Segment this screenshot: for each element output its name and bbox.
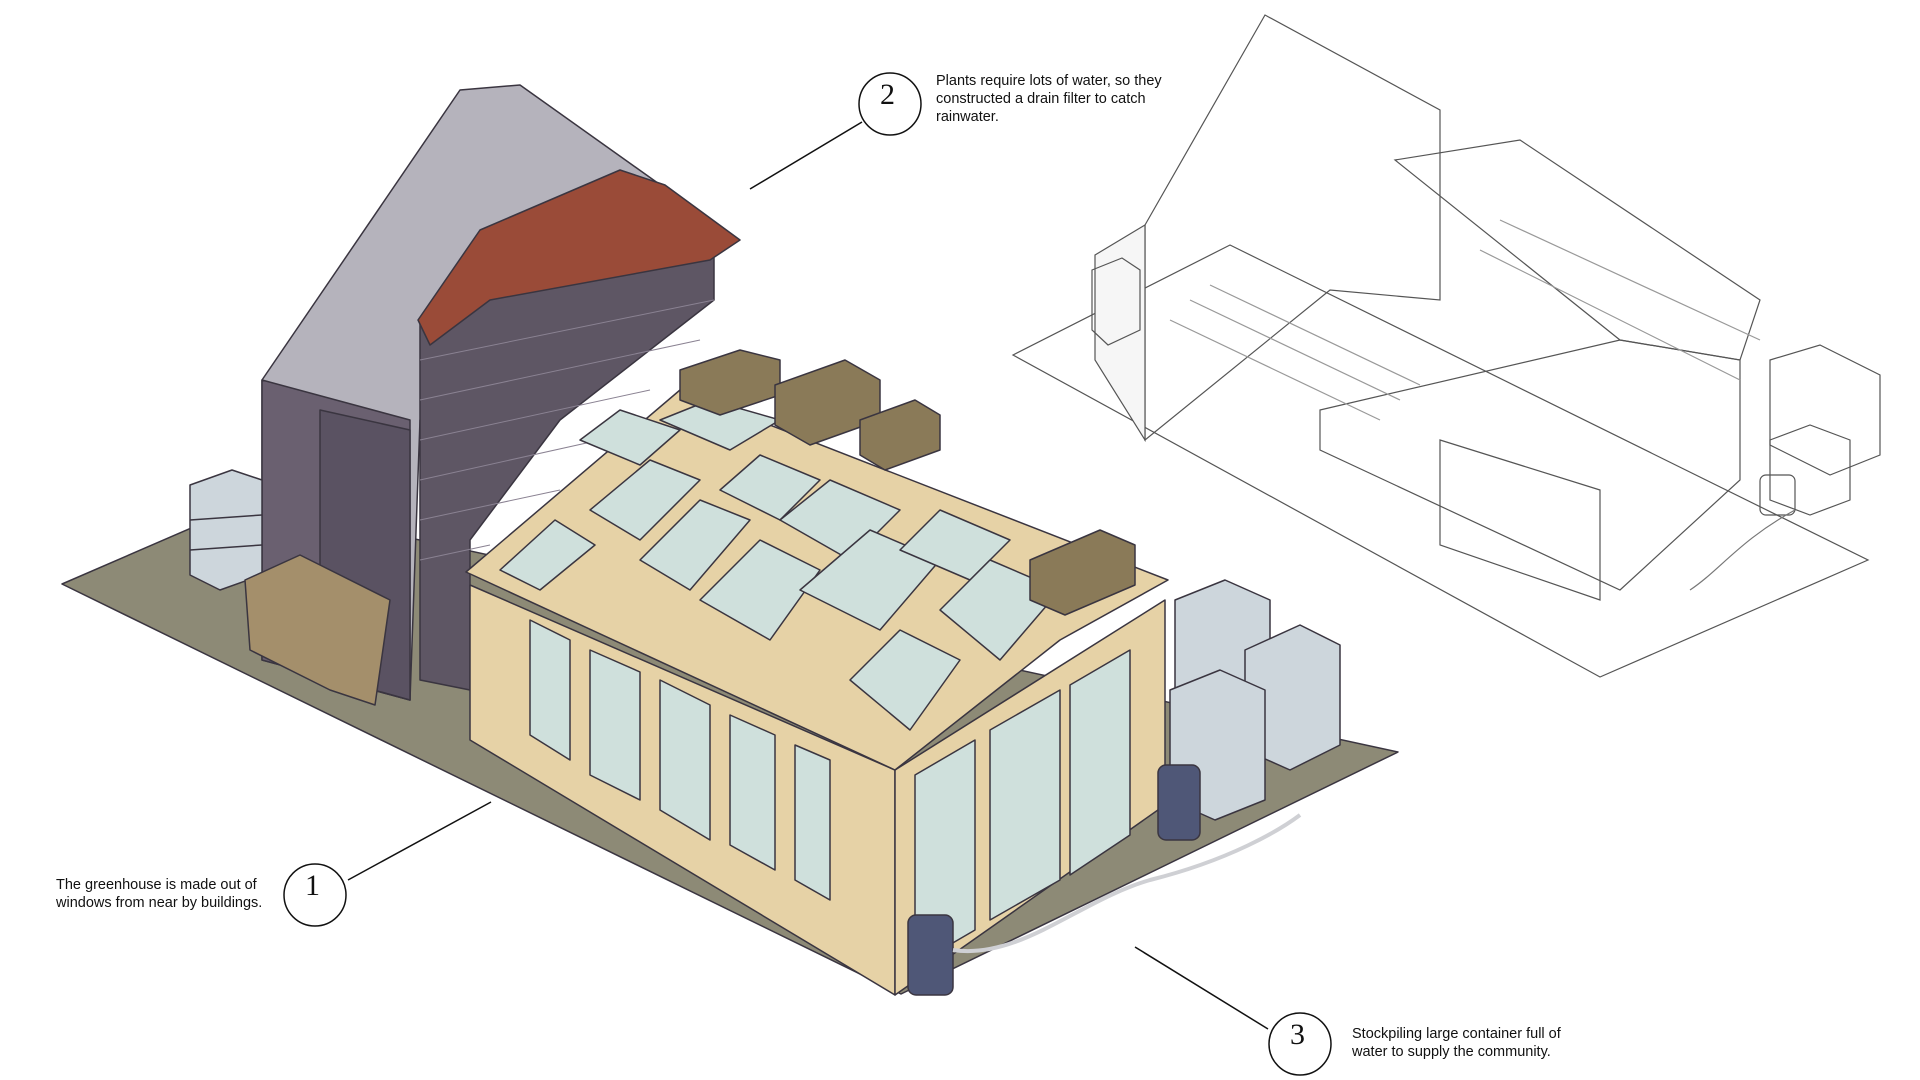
rooftop-planters <box>679 349 1136 616</box>
callout-circle-1 <box>283 863 347 927</box>
callout-markers <box>283 72 1332 1076</box>
wooden-shed <box>244 554 391 706</box>
leader-line-2 <box>749 121 863 190</box>
hose <box>952 813 1302 954</box>
callout-circle-2 <box>858 72 922 136</box>
leader-line-3 <box>1134 946 1269 1030</box>
callout-text-2: Plants require lots of water, so they co… <box>936 73 1162 125</box>
line-sketch-interior <box>1011 14 1881 678</box>
callout-number-3: 3 <box>1290 1018 1305 1051</box>
callout-text-1: The greenhouse is made out of windows fr… <box>56 877 263 911</box>
callout-number-1: 1 <box>305 869 320 902</box>
water-tank-left <box>189 469 263 591</box>
sketch-floor <box>1011 244 1870 678</box>
rain-barrels <box>907 764 1201 996</box>
callout-text-3: Stockpiling large container full of wate… <box>1352 1026 1561 1060</box>
leader-line-1 <box>347 801 492 881</box>
colored-greenhouse-render <box>61 84 1399 996</box>
callout-number-2: 2 <box>880 78 895 111</box>
tile-roof <box>417 169 741 346</box>
callout-circle-3 <box>1268 1012 1332 1076</box>
